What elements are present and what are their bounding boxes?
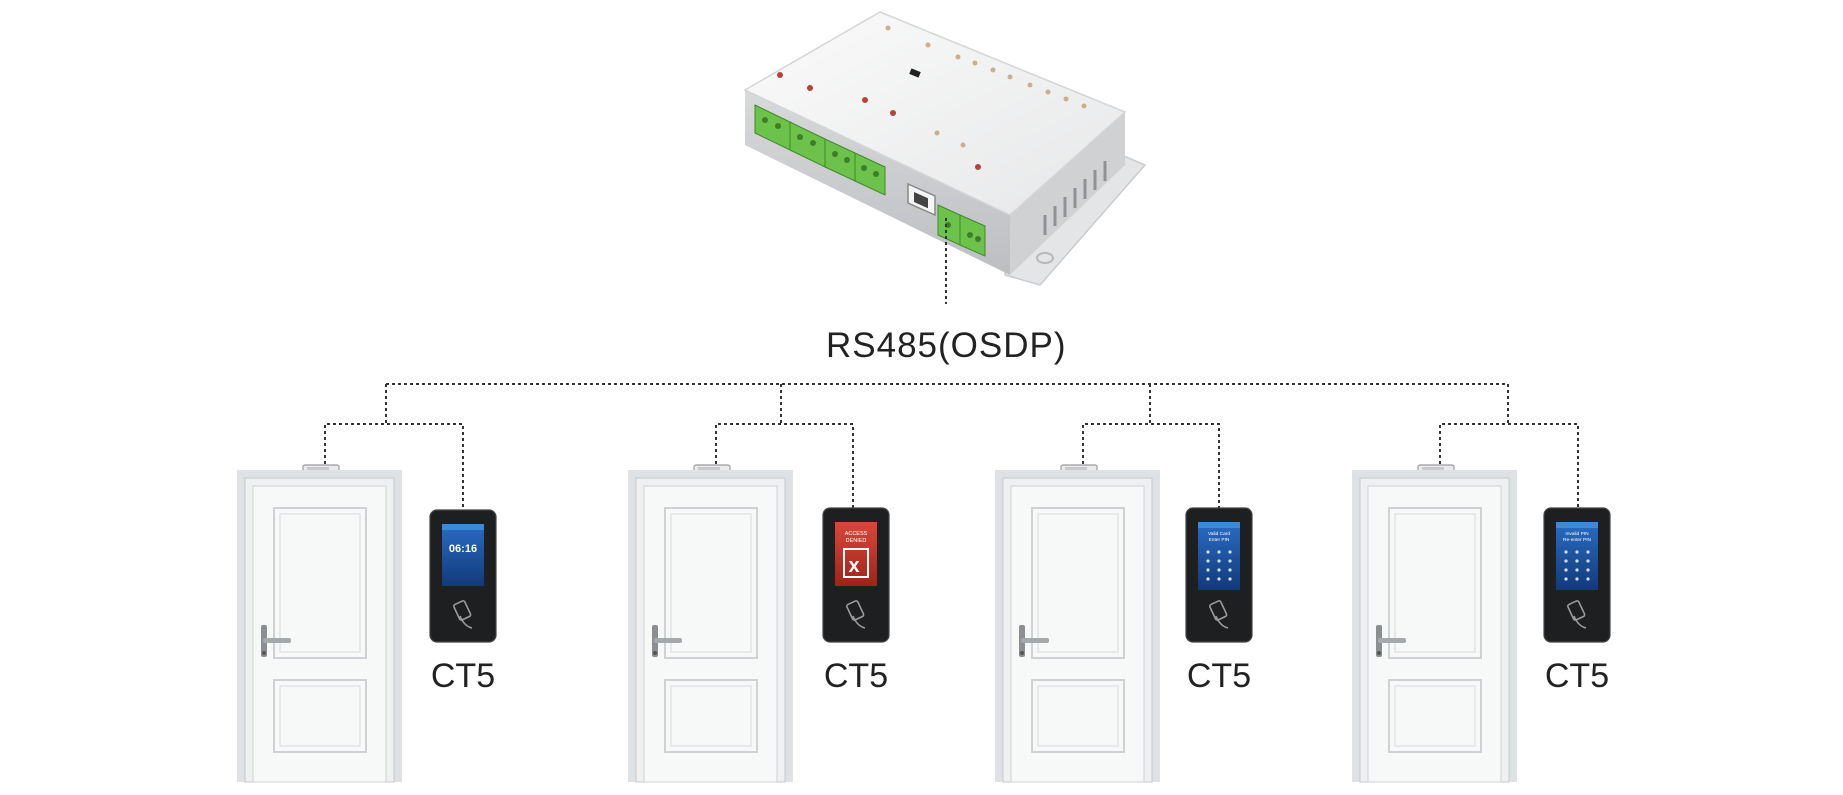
reader-label-3: CT5	[1186, 657, 1252, 695]
door-2	[627, 464, 794, 783]
card-reader-icon	[846, 600, 866, 629]
deny-x-icon: x	[848, 555, 859, 577]
door-4	[1351, 464, 1518, 783]
door-3	[994, 464, 1161, 783]
card-reader-icon	[453, 600, 473, 629]
rs485-bus-wiring	[324, 218, 1579, 512]
card-reader-icon	[1209, 600, 1229, 629]
reader-4-line1: Invalid PIN	[1565, 531, 1589, 537]
reader-label-2: CT5	[823, 657, 889, 695]
reader-label-4: CT5	[1544, 657, 1610, 695]
reader-2-line2: DENIED	[846, 538, 867, 544]
reader-3-line2: Enter PIN	[1209, 537, 1230, 543]
rs485-osdp-label: RS485(OSDP)	[826, 326, 1067, 365]
reader-4-line2: Re-enter PIN	[1563, 537, 1592, 543]
door-1	[237, 464, 402, 783]
ct5-reader-4: Invalid PIN Re-enter PIN	[1543, 507, 1611, 643]
ct5-reader-1: 06:16	[429, 509, 497, 643]
ct5-reader-3: Valid Card Enter PIN	[1185, 507, 1253, 643]
card-reader-icon	[1567, 600, 1587, 629]
ct5-reader-2: ACCESS DENIED x	[822, 507, 890, 643]
reader-2-line1: ACCESS	[845, 531, 868, 537]
keypad-icon	[1564, 550, 1590, 581]
reader-3-line1: Valid Card	[1208, 531, 1230, 537]
reader-1-time: 06:16	[449, 543, 477, 555]
keypad-icon	[1206, 550, 1232, 581]
access-controller-icon	[743, 11, 1147, 286]
reader-label-1: CT5	[430, 657, 496, 695]
